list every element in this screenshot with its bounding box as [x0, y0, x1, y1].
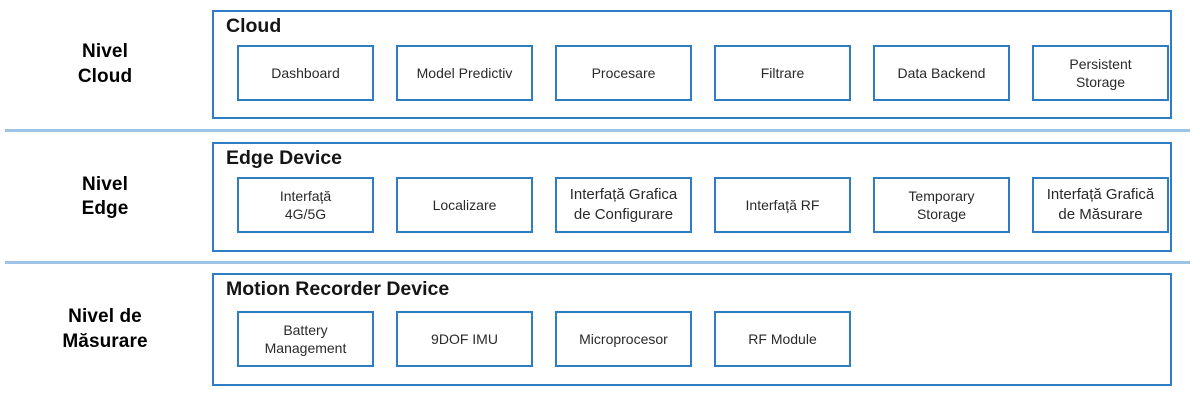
- group-box-motion-recorder-device: Motion Recorder Device Battery Managemen…: [212, 273, 1172, 386]
- component-procesare[interactable]: Procesare: [555, 45, 692, 101]
- component-model-predictiv[interactable]: Model Predictiv: [396, 45, 533, 101]
- tier-measurement: Nivel de Măsurare Motion Recorder Device…: [0, 273, 1200, 386]
- tier-label-edge-line1: Nivel: [82, 173, 128, 195]
- group-title-cloud: Cloud: [226, 15, 282, 37]
- tier-label-edge-line2: Edge: [81, 198, 129, 219]
- group-box-cloud: Cloud Dashboard Model Predictiv Procesar…: [212, 10, 1172, 119]
- group-title-motion-recorder-device: Motion Recorder Device: [226, 278, 450, 300]
- tier-edge: Nivel Edge Edge Device Interfață 4G/5G L…: [0, 142, 1200, 252]
- component-temporary-storage[interactable]: Temporary Storage: [873, 177, 1010, 233]
- component-interfata-4g-5g[interactable]: Interfață 4G/5G: [237, 177, 374, 233]
- component-interfata-rf[interactable]: Interfață RF: [714, 177, 851, 233]
- component-filtrare[interactable]: Filtrare: [714, 45, 851, 101]
- group-title-edge-device: Edge Device: [226, 147, 342, 169]
- component-data-backend[interactable]: Data Backend: [873, 45, 1010, 101]
- tier-label-measurement: Nivel de Măsurare: [0, 273, 210, 386]
- tier-label-cloud-line1: Nivel: [82, 41, 128, 63]
- component-row-measurement: Battery Management 9DOF IMU Microproceso…: [237, 311, 1158, 367]
- component-row-edge: Interfață 4G/5G Localizare Interfață Gra…: [237, 177, 1169, 233]
- component-localizare[interactable]: Localizare: [396, 177, 533, 233]
- tier-label-measurement-line1: Nivel de: [68, 306, 142, 328]
- component-rf-module[interactable]: RF Module: [714, 311, 851, 367]
- component-microprocesor[interactable]: Microprocesor: [555, 311, 692, 367]
- group-box-edge-device: Edge Device Interfață 4G/5G Localizare I…: [212, 142, 1172, 252]
- component-battery-management[interactable]: Battery Management: [237, 311, 374, 367]
- component-persistent-storage[interactable]: Persistent Storage: [1032, 45, 1169, 101]
- component-9dof-imu[interactable]: 9DOF IMU: [396, 311, 533, 367]
- component-dashboard[interactable]: Dashboard: [237, 45, 374, 101]
- component-interfata-grafica-configurare[interactable]: Interfață Grafica de Configurare: [555, 177, 692, 233]
- component-interfata-grafica-masurare[interactable]: Interfață Grafică de Măsurare: [1032, 177, 1169, 233]
- tier-divider-cloud-edge: [5, 129, 1190, 132]
- tier-cloud: Nivel Cloud Cloud Dashboard Model Predic…: [0, 10, 1200, 119]
- tier-label-cloud-line2: Cloud: [77, 65, 133, 87]
- component-row-cloud: Dashboard Model Predictiv Procesare Filt…: [237, 45, 1169, 101]
- tier-label-edge: Nivel Edge: [0, 142, 210, 252]
- tier-label-measurement-line2: Măsurare: [62, 330, 148, 352]
- tier-label-cloud: Nivel Cloud: [0, 10, 210, 119]
- tier-divider-edge-measurement: [5, 261, 1190, 264]
